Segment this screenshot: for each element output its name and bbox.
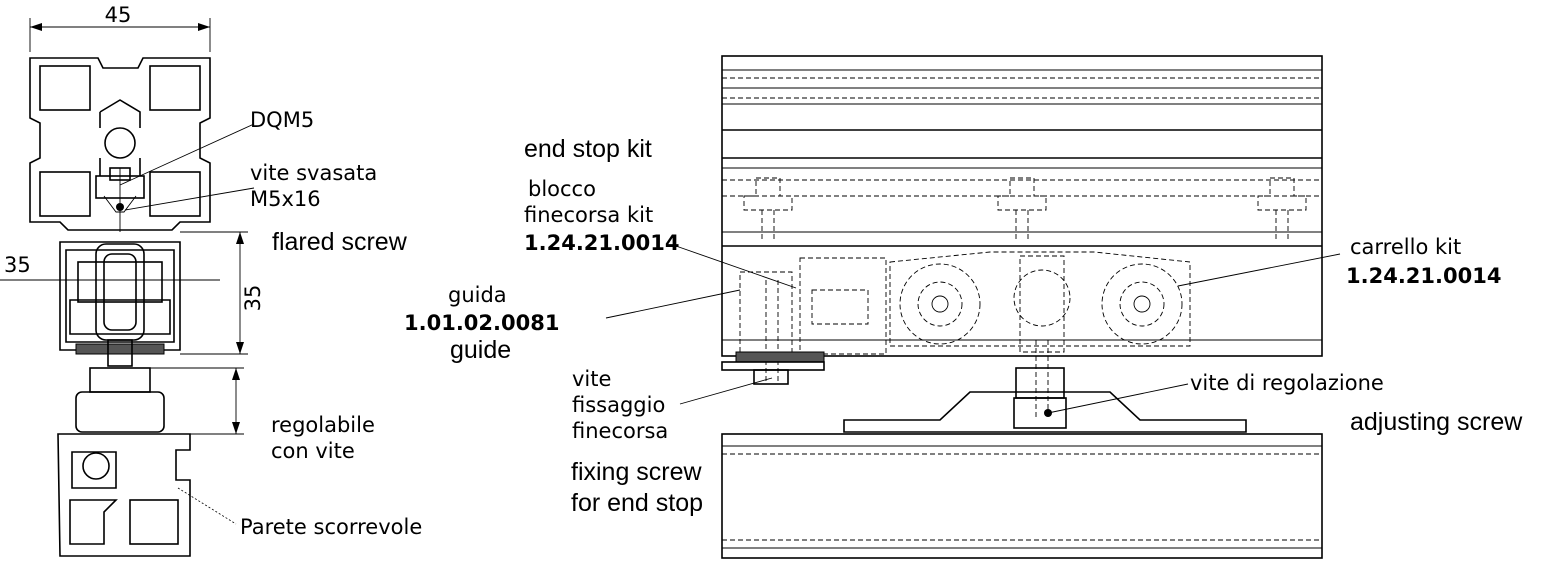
label-adjusting-screw: adjusting screw <box>1350 408 1523 436</box>
top-rail <box>721 55 1323 357</box>
label-dqm5: DQM5 <box>250 108 314 132</box>
label-for-end-stop: for end stop <box>571 489 703 517</box>
label-end-stop-kit: end stop kit <box>524 135 652 163</box>
dimension-35-width-label: 35 <box>4 253 31 277</box>
label-m5x16: M5x16 <box>250 187 321 211</box>
label-blocco-code: 1.24.21.0014 <box>524 231 679 255</box>
adjusting-foot <box>75 367 244 435</box>
side-view <box>605 55 1341 559</box>
label-carrello-kit: carrello kit <box>1350 235 1461 259</box>
label-flared-screw: flared screw <box>272 228 408 256</box>
label-vite-svasata: vite svasata <box>250 161 377 185</box>
leader-parete <box>177 487 237 525</box>
carriage-section <box>20 241 220 367</box>
label-guide: guide <box>450 336 511 364</box>
label-finecorsa-kit: finecorsa kit <box>524 203 653 227</box>
bottom-rail <box>721 433 1323 559</box>
label-regolabile: regolabile <box>271 413 375 437</box>
label-fissaggio: fissaggio <box>572 393 665 417</box>
label-guida: guida <box>448 283 507 307</box>
leader-blocco <box>675 245 797 289</box>
label-vite: vite <box>572 367 611 391</box>
label-fixing-screw: fixing screw <box>571 458 703 486</box>
foot-plate <box>843 367 1247 433</box>
label-con-vite: con vite <box>271 439 355 463</box>
end-stop-block <box>721 257 887 385</box>
leader-guida <box>605 289 741 319</box>
leader-vite-svasata <box>124 187 255 211</box>
dimension-45-label: 45 <box>105 3 132 27</box>
section-view: 45 <box>0 3 265 557</box>
leader-dqm5 <box>119 123 255 186</box>
hidden-screws <box>743 177 1307 240</box>
leader-carrello <box>1177 253 1341 287</box>
label-parete-scorrevole: Parete scorrevole <box>240 515 422 539</box>
upper-profile <box>29 57 211 232</box>
leader-vite-fissaggio <box>679 377 773 405</box>
label-finecorsa: finecorsa <box>572 419 668 443</box>
label-carrello-code: 1.24.21.0014 <box>1346 264 1501 288</box>
dimension-35-width: 35 <box>0 253 60 281</box>
leader-vite-regolazione <box>1047 383 1189 414</box>
label-guida-code: 1.01.02.0081 <box>404 311 559 335</box>
label-blocco: blocco <box>528 177 596 201</box>
lower-profile <box>57 433 191 557</box>
dimension-45: 45 <box>29 3 211 52</box>
label-vite-regolazione: vite di regolazione <box>1190 371 1384 395</box>
dimension-35-height-label: 35 <box>241 285 265 312</box>
dimension-35-height: 35 <box>180 231 265 355</box>
carriage <box>889 251 1191 420</box>
